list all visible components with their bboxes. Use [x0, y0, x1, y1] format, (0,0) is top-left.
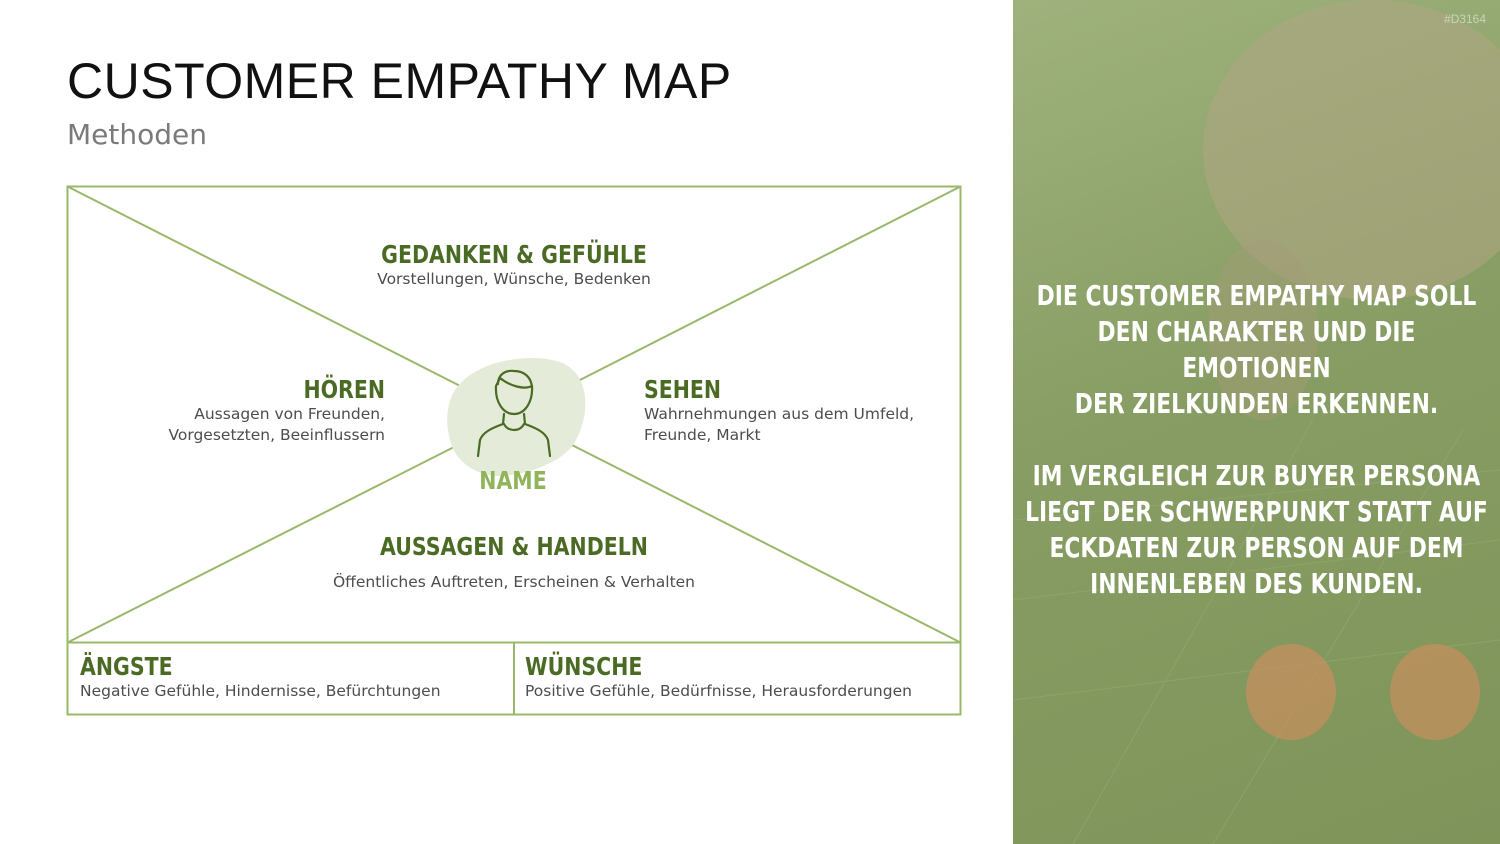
statement-line: INNENLEBEN DES KUNDEN. — [1090, 567, 1423, 600]
section-saying-doing: AUSSAGEN & HANDELN Öffentliches Auftrete… — [333, 532, 695, 593]
statement-line: LIEGT DER SCHWERPUNKT STATT AUF — [1025, 495, 1488, 528]
statement-line: DIE CUSTOMER EMPATHY MAP SOLL — [1037, 279, 1477, 312]
section-description: Negative Gefühle, Hindernisse, Befürchtu… — [80, 681, 441, 702]
section-description: Öffentliches Auftreten, Erscheinen & Ver… — [333, 572, 695, 593]
info-panel: #D3164 DIE CUSTOMER EMPATHY MAP SOLL DEN… — [1013, 0, 1500, 844]
statement-line: DER ZIELKUNDEN ERKENNEN. — [1075, 387, 1438, 420]
section-description-line: Vorgesetzten, Beeinflussern — [168, 425, 385, 446]
persona-name-label: NAME — [479, 466, 546, 495]
section-heading: AUSSAGEN & HANDELN — [366, 532, 663, 561]
statement-line: DEN CHARAKTER UND DIE EMOTIONEN — [1098, 315, 1416, 384]
section-seeing: SEHEN Wahrnehmungen aus dem Umfeld, Freu… — [644, 375, 914, 446]
section-heading: WÜNSCHE — [525, 652, 842, 681]
section-heading: GEDANKEN & GEFÜHLE — [381, 240, 647, 269]
section-hearing: HÖREN Aussagen von Freunden, Vorgesetzte… — [168, 375, 385, 446]
slide-code: #D3164 — [1444, 12, 1486, 26]
section-fears: ÄNGSTE Negative Gefühle, Hindernisse, Be… — [80, 652, 441, 702]
section-heading: SEHEN — [644, 375, 865, 404]
statement-line: ECKDATEN ZUR PERSON AUF DEM — [1049, 531, 1463, 564]
section-description-line: Wahrnehmungen aus dem Umfeld, — [644, 404, 914, 425]
section-description-line: Freunde, Markt — [644, 425, 914, 446]
statement-line: IM VERGLEICH ZUR BUYER PERSONA — [1033, 459, 1481, 492]
section-heading: HÖREN — [207, 375, 385, 404]
section-wishes: WÜNSCHE Positive Gefühle, Bedürfnisse, H… — [525, 652, 912, 702]
center-blob — [447, 358, 585, 476]
section-thoughts-feelings: GEDANKEN & GEFÜHLE Vorstellungen, Wünsch… — [352, 240, 676, 290]
section-description-line: Aussagen von Freunden, — [168, 404, 385, 425]
section-description: Vorstellungen, Wünsche, Bedenken — [352, 269, 676, 290]
panel-statement: DIE CUSTOMER EMPATHY MAP SOLL DEN CHARAK… — [1067, 278, 1447, 638]
section-heading: ÄNGSTE — [80, 652, 376, 681]
section-description: Positive Gefühle, Bedürfnisse, Herausfor… — [525, 681, 912, 702]
